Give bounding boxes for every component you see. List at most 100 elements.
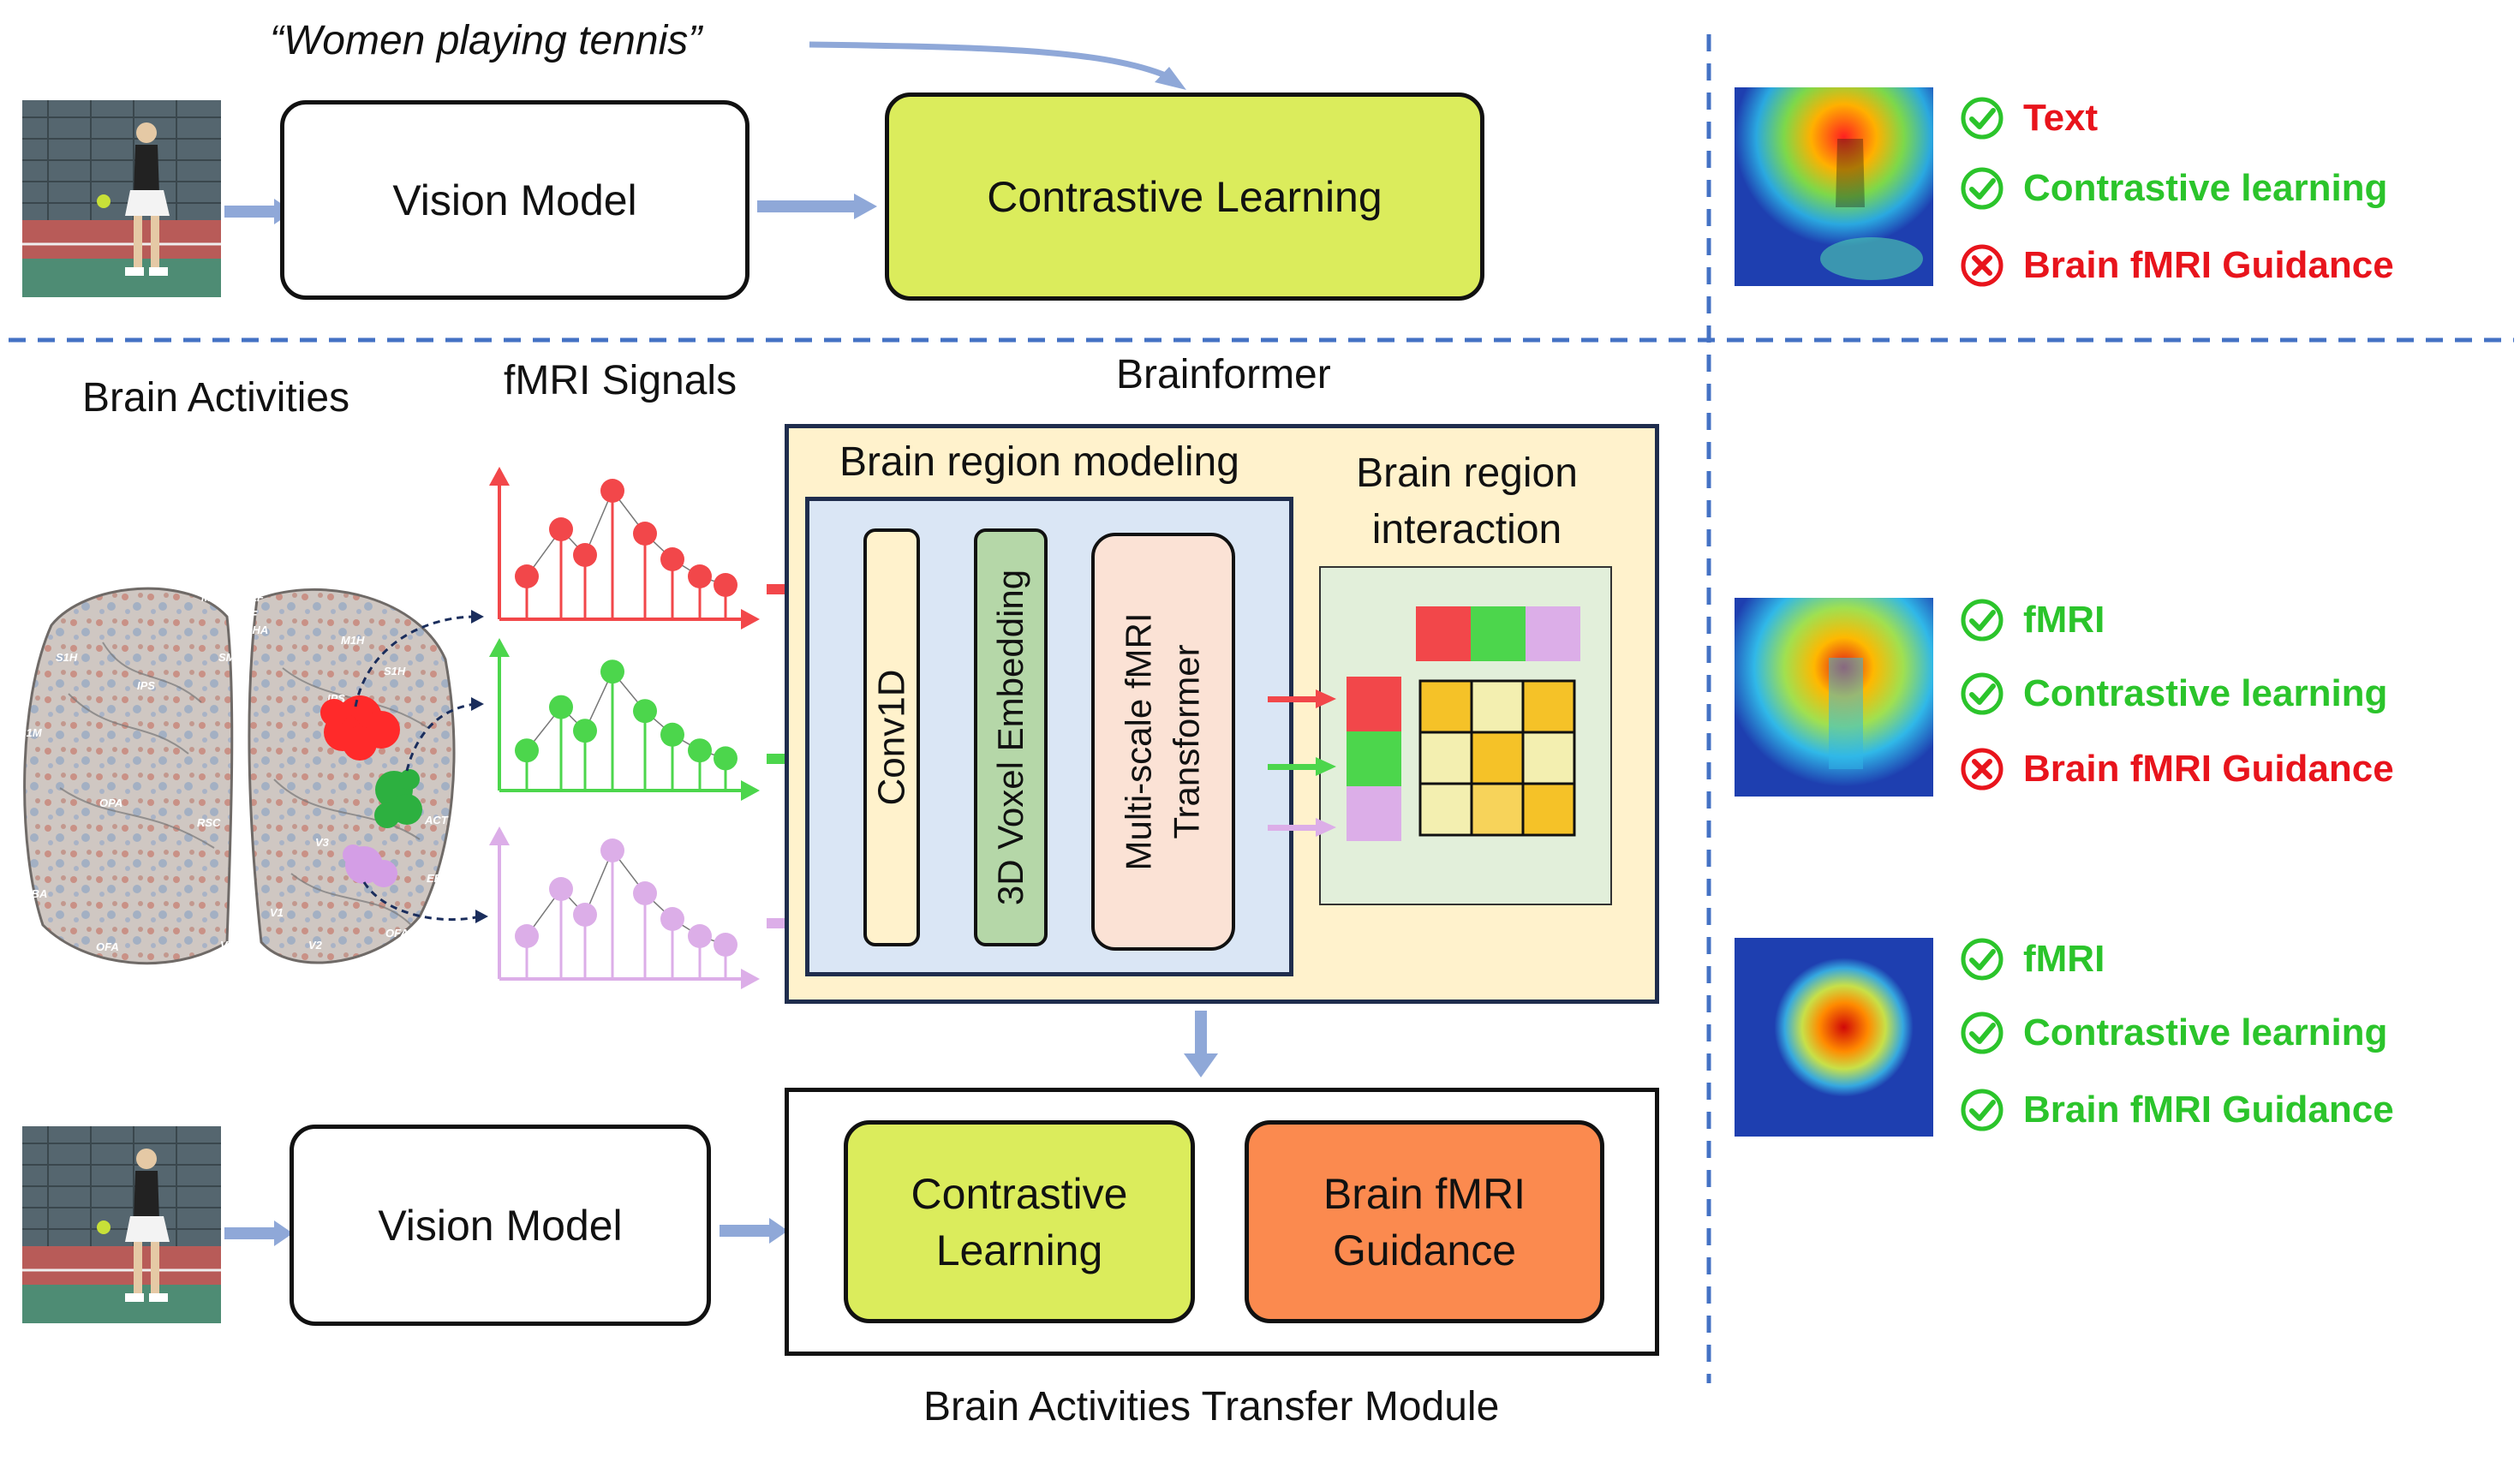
signal-point: [660, 722, 684, 747]
result-item: Brain fMRI Guidance: [1960, 747, 2394, 791]
signal-point: [688, 924, 712, 948]
signal-point: [515, 564, 539, 588]
guidance-label-line1: Brain fMRI: [1323, 1169, 1526, 1218]
interaction-title-line1: Brain region: [1356, 451, 1578, 496]
brain-label: OFA: [96, 940, 119, 953]
signal-plot-red: [489, 467, 760, 630]
brain-label: OPA: [99, 797, 122, 809]
brain-label: SMFA: [218, 651, 249, 664]
signal-point: [600, 479, 624, 503]
signal-point: [688, 564, 712, 588]
check-circle-icon: [1961, 97, 2003, 140]
signal-point: [600, 838, 624, 862]
token-red: [1416, 606, 1471, 661]
arrow-down-icon: [1184, 1011, 1218, 1077]
result-label: Brain fMRI Guidance: [2023, 748, 2394, 790]
contrastive-learning-box-top: Contrastive Learning: [885, 92, 1484, 301]
signal-point: [688, 738, 712, 763]
token-purple: [1526, 606, 1580, 661]
signal-point: [660, 547, 684, 571]
text-caption: “Women playing tennis”: [270, 18, 702, 63]
check-circle-icon: [1961, 938, 2003, 981]
signal-point: [515, 924, 539, 948]
result-item: Brain fMRI Guidance: [1960, 1088, 2394, 1132]
heatmap-image-fmri-guidance: [1735, 938, 1933, 1137]
token-purple: [1347, 786, 1401, 841]
contrastive-learning-label: Contrastive Learning: [987, 172, 1382, 221]
brain-label: V1: [270, 906, 284, 919]
signal-point: [714, 746, 737, 771]
signal-point: [714, 933, 737, 957]
brain-label: OFA: [385, 927, 409, 940]
tennis-photo-icon: [22, 100, 221, 297]
vision-model-box-top: Vision Model: [280, 100, 749, 300]
tennis-image-bottom: [22, 1126, 221, 1323]
cross-circle-icon: [1961, 244, 2003, 287]
result-item: fMRI: [1960, 598, 2105, 642]
fmri-signal-plots: [489, 467, 760, 989]
brain-label: M1F: [242, 591, 265, 604]
signal-plot-purple: [489, 826, 760, 989]
brain-label: V2: [163, 966, 177, 979]
caption-arrow: [809, 41, 1186, 90]
conv1d-label: Conv1D: [870, 669, 912, 806]
check-circle-icon: [1961, 1011, 2003, 1054]
check-circle-icon: [1961, 599, 2003, 642]
brain-label: SEF: [236, 608, 258, 621]
check-circle-icon: [1961, 167, 2003, 210]
vision-model-label: Vision Model: [378, 1201, 623, 1250]
interaction-title-line2: interaction: [1371, 507, 1562, 552]
fmri-transformer-block: Multi-scale fMRI Transformer: [1091, 533, 1235, 951]
brain-illustration: M1H M1F SEF SMHA SMFA S1H IPS M1H S1H S1…: [19, 587, 488, 979]
heatmap-image-text: [1735, 87, 1933, 286]
brain-label: ACT: [424, 814, 449, 826]
brain-label: IPS: [137, 679, 155, 692]
brain-label: SMHA: [236, 624, 268, 636]
brain-label: M1H: [201, 591, 225, 604]
signal-plot-green: [489, 638, 760, 801]
token-green: [1347, 731, 1401, 786]
result-label: Text: [2023, 97, 2099, 139]
voxel-embedding-block: 3D Voxel Embedding: [974, 528, 1048, 946]
tennis-photo-icon: [22, 1126, 221, 1323]
brain-label: V3: [315, 836, 330, 849]
signal-point: [549, 695, 573, 719]
check-circle-icon: [1961, 1089, 2003, 1131]
signal-point: [549, 517, 573, 541]
signal-point: [573, 719, 597, 743]
signal-point: [600, 659, 624, 684]
contrastive-learning-box-bottom: Contrastive Learning: [844, 1120, 1195, 1323]
transfer-module-title: Brain Activities Transfer Module: [923, 1384, 1500, 1429]
transformer-label-line2: Transformer: [1167, 644, 1208, 839]
result-label: Contrastive learning: [2023, 1011, 2388, 1053]
signal-point: [660, 907, 684, 931]
signal-point: [573, 903, 597, 927]
result-label: Contrastive learning: [2023, 167, 2388, 209]
result-label: Brain fMRI Guidance: [2023, 244, 2394, 286]
brain-label: S1H: [384, 665, 406, 677]
guidance-label-line2: Guidance: [1332, 1226, 1517, 1274]
voxel-embedding-label: 3D Voxel Embedding: [990, 569, 1031, 906]
result-label: Brain fMRI Guidance: [2023, 1089, 2394, 1131]
result-item: Brain fMRI Guidance: [1960, 243, 2394, 288]
brain-label: M1H: [341, 634, 365, 647]
interaction-input-arrows: [1268, 689, 1336, 837]
signal-point: [633, 522, 657, 546]
arrow-right-icon: [224, 1220, 293, 1246]
attention-matrix: [1418, 679, 1576, 837]
cross-circle-icon: [1961, 748, 2003, 791]
result-item: fMRI: [1960, 937, 2105, 982]
result-label: fMRI: [2023, 599, 2105, 641]
arrow-right-icon: [757, 194, 877, 219]
brain-label: V2: [308, 939, 323, 952]
result-item: Contrastive learning: [1960, 671, 2387, 716]
result-label: Contrastive learning: [2023, 672, 2388, 714]
heatmap-image-fmri: [1735, 598, 1933, 797]
signal-point: [633, 699, 657, 724]
arrow-right-icon: [720, 1218, 788, 1244]
brain-label: EBA: [427, 872, 450, 885]
brain-region-interaction-title: Brain region interaction: [1319, 445, 1615, 558]
brain-activities-title: Brain Activities: [82, 375, 350, 421]
transformer-label-line1: Multi-scale fMRI: [1119, 612, 1160, 871]
